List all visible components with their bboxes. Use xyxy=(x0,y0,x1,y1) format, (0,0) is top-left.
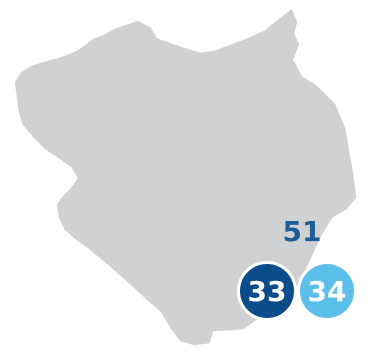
marker-34[interactable]: 34 xyxy=(297,261,357,321)
marker-34-label: 34 xyxy=(307,274,347,308)
marker-33[interactable]: 33 xyxy=(237,261,297,321)
marker-33-label: 33 xyxy=(247,274,287,308)
value-label-51: 51 xyxy=(282,215,322,248)
